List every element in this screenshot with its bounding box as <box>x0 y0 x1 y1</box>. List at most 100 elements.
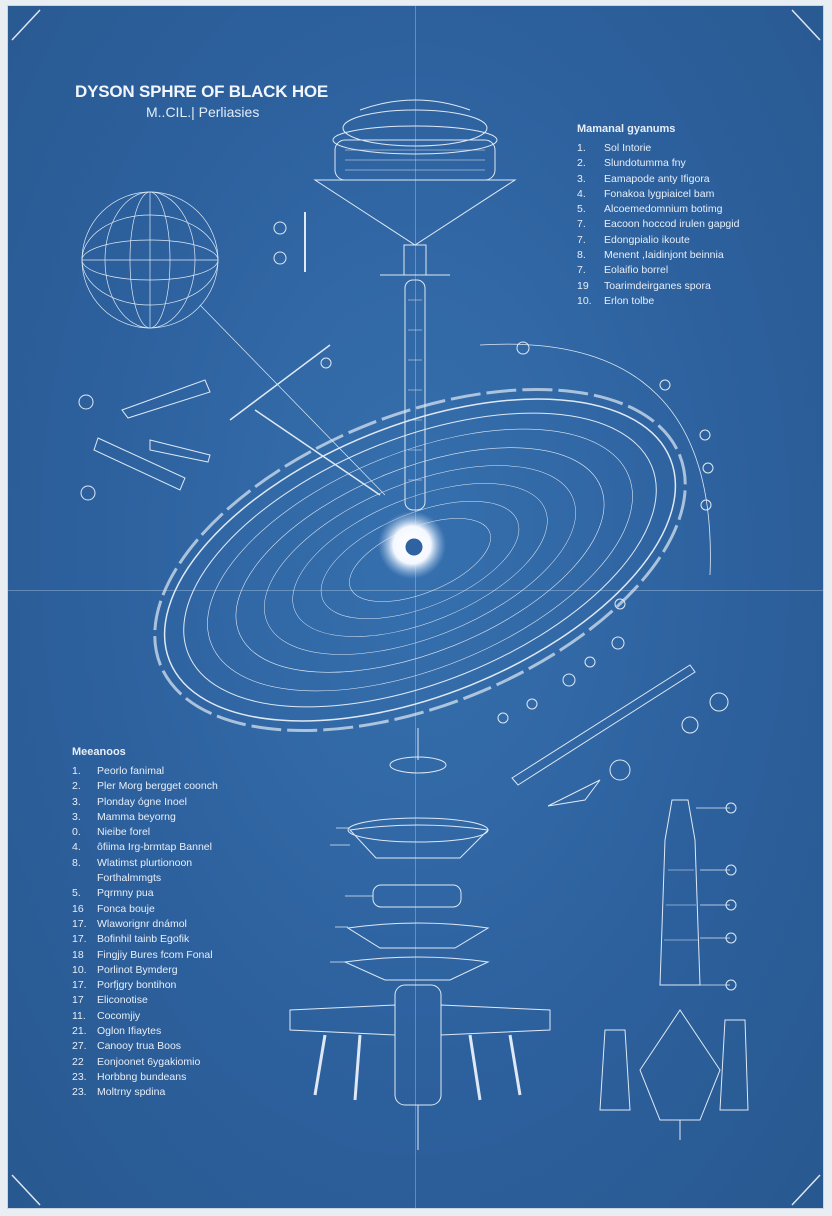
legend-number: 19 <box>577 279 589 292</box>
legend-item: 19 Toarimdeirganes spora <box>577 279 739 294</box>
legend-text: Eamapode anty Ifigora <box>604 172 710 185</box>
legend-item: 21. Oglon Ifiaytes <box>72 1024 227 1039</box>
legend-text: Fingjiy Bures fcom Fonal <box>97 948 213 961</box>
lander <box>289 984 551 1150</box>
legend-item: 5. Pqrmny pua <box>72 886 227 901</box>
legend-number: 3. <box>72 795 81 808</box>
callout-arc <box>479 343 711 576</box>
legend-text: Toarimdeirganes spora <box>604 279 711 292</box>
corner-marks <box>11 9 821 1206</box>
legend-item: 18 Fingjiy Bures fcom Fonal <box>72 948 227 963</box>
legend-item: 7.Eacoon hoccod irulen gapgid <box>577 217 739 232</box>
legend-text: Slundotumma fny <box>604 157 686 170</box>
legend-item: 5. Alcoemedomnium botimg <box>577 202 739 217</box>
legend-item: 10.Erlon tolbe <box>577 294 739 309</box>
legend-item: 4. ôfiima Irg-brmtap Bannel <box>72 840 227 855</box>
legend-number: 1. <box>577 142 586 154</box>
legend-item: 3. Plonday ógne Inoel <box>72 795 227 810</box>
legend-text: Horbbng bundeans <box>97 1070 187 1083</box>
legend-number: 3. <box>72 810 81 823</box>
legend-item: 4. Fonakoa lygpiaicel bam <box>577 187 739 202</box>
legend-number: 23. <box>72 1086 87 1099</box>
legend-item: 1. Sol Intorie <box>577 141 739 156</box>
right-legend-heading: Mamanal gyanums <box>577 123 676 135</box>
legend-number: 5. <box>577 203 586 216</box>
legend-text: Edongpialio ikoute <box>604 233 690 246</box>
legend-text: Menent ,Iaidinjont beinnia <box>604 249 724 262</box>
legend-number: 17. <box>72 979 87 992</box>
legend-item: 8. Wlatimst plurtionoon Forthalmmgts <box>72 856 227 887</box>
legend-item: 3. Eamapode anty Ifigora <box>577 172 739 187</box>
legend-text: Fonakoa lygpiaicel bam <box>604 187 715 200</box>
legend-text: Porlinot Bymderg <box>97 963 178 976</box>
legend-text: Bofinhil tainb Egofik <box>97 933 190 946</box>
blueprint-sheet <box>8 6 823 1208</box>
accretion-disk <box>153 387 687 733</box>
legend-item: 17.Wlaworignr dnámol <box>72 917 227 932</box>
legend-text: Eacoon hoccod irulen gapgid <box>604 218 740 231</box>
legend-text: Eonjoonet 6ygakiomio <box>97 1055 201 1068</box>
legend-item: 23. Horbbng bundeans <box>72 1070 227 1085</box>
legend-number: 1. <box>72 765 81 777</box>
legend-number: 10. <box>72 963 87 976</box>
legend-text: Nieibe forel <box>97 826 151 839</box>
legend-item: 2.Pler Morg bergget coonch <box>72 779 227 794</box>
legend-number: 5. <box>72 887 81 900</box>
legend-number: 8. <box>72 856 81 869</box>
legend-text: Porfjgry bontihon <box>97 979 177 992</box>
legend-item: 7. Edongpialio ikoute <box>577 233 739 248</box>
legend-number: 0. <box>72 826 81 839</box>
legend-item: 10. Porlinot Bymderg <box>72 963 227 978</box>
legend-number: 22 <box>72 1055 84 1068</box>
legend-number: 3. <box>577 172 586 185</box>
legend-item: 23.Moltrny spdina <box>72 1085 227 1100</box>
legend-number: 7. <box>577 233 586 246</box>
legend-number: 18 <box>72 948 84 961</box>
legend-text: ôfiima Irg-brmtap Bannel <box>97 841 212 854</box>
legend-text: Wlatimst plurtionoon Forthalmmgts <box>97 856 193 885</box>
legend-text: Canooy trua Boos <box>97 1040 182 1053</box>
legend-number: 23. <box>72 1070 87 1083</box>
legend-item: 27. Canooy trua Boos <box>72 1039 227 1054</box>
legend-text: Eolaifio borrel <box>604 264 669 277</box>
legend-text: Cocomjiy <box>97 1009 141 1022</box>
callout-markers <box>78 221 714 724</box>
legend-item: 7.Eolaifio borrel <box>577 263 739 278</box>
grid-sphere <box>81 191 386 496</box>
legend-item: 8. Menent ,Iaidinjont beinnia <box>577 248 739 263</box>
fold-line-vertical <box>415 6 416 1208</box>
black-hole-core <box>405 538 423 556</box>
legend-number: 27. <box>72 1040 87 1053</box>
legend-item: 3. Mamma beyorng <box>72 810 227 825</box>
legend-text: Wlaworignr dnámol <box>97 917 187 930</box>
legend-item: 2. Slundotumma fny <box>577 156 739 171</box>
legend-number: 4. <box>72 841 81 854</box>
legend-number: 4. <box>577 187 586 200</box>
legend-item: 11.Cocomjiy <box>72 1009 227 1024</box>
legend-text: Erlon tolbe <box>604 294 655 307</box>
right-legend: Mamanal gyanums 1. Sol Intorie 2. Slundotu… <box>577 123 739 309</box>
legend-number: 2. <box>577 157 586 170</box>
legend-text: Oglon Ifiaytes <box>97 1025 162 1038</box>
legend-item: 22 Eonjoonet 6ygakiomio <box>72 1055 227 1070</box>
legend-item: 17. Porfjgry bontihon <box>72 978 227 993</box>
rocket <box>599 799 749 1140</box>
legend-text: Plonday ógne Inoel <box>97 795 187 808</box>
legend-text: Pler Morg bergget coonch <box>97 780 218 793</box>
legend-number: 8. <box>577 249 586 262</box>
page-subtitle: M..CIL.| Perliasies <box>146 104 260 120</box>
legend-item: 0. Nieibe forel <box>72 825 227 840</box>
legend-number: 21. <box>72 1025 87 1038</box>
legend-text: Mamma beyorng <box>97 810 176 823</box>
stacked-modules <box>330 728 490 981</box>
page-title: DYSON SPHRE OF BLACK HOE <box>75 82 329 101</box>
legend-text: Pqrmny pua <box>97 887 154 900</box>
legend-text: Sol Intorie <box>604 142 652 154</box>
legend-text: Peorlo fanimal <box>97 765 165 777</box>
legend-text: Alcoemedomnium botimg <box>604 203 723 216</box>
probes <box>93 344 729 807</box>
